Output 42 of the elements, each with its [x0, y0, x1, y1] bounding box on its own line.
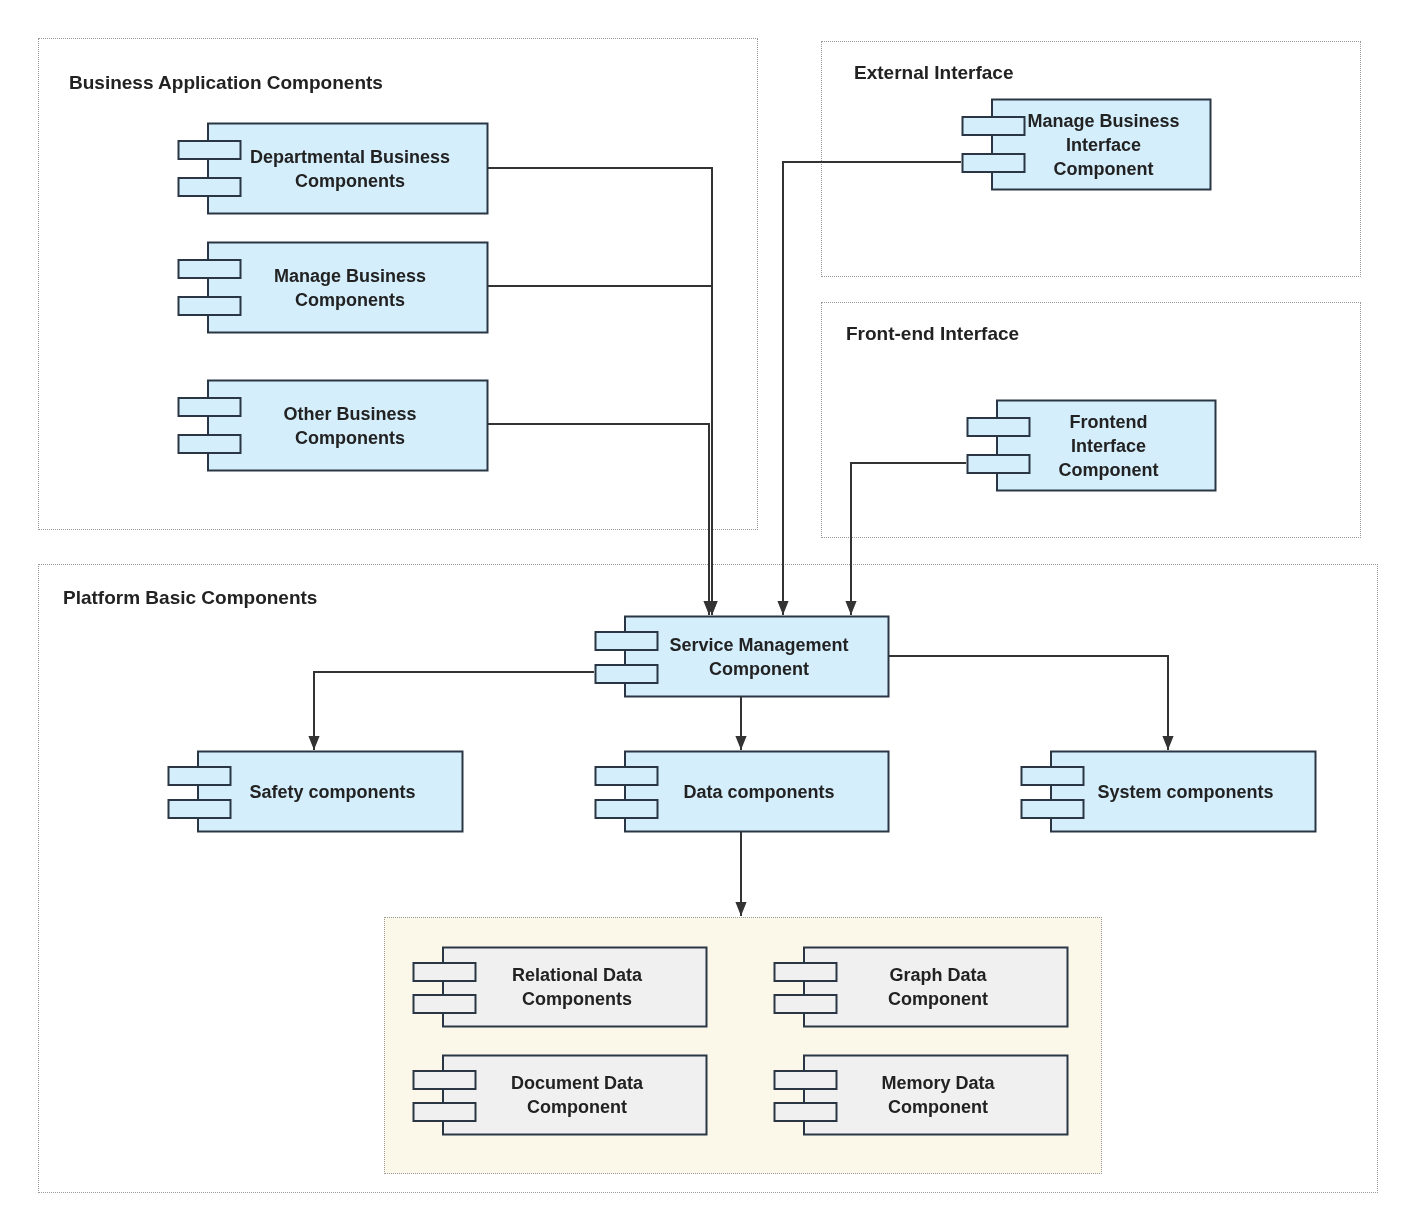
- component-box: [962, 99, 1211, 190]
- component-name: Other Business Components: [282, 402, 418, 450]
- component-name: Safety components: [248, 780, 417, 804]
- arrow: [845, 462, 967, 616]
- component-box: [595, 751, 889, 832]
- component-box: [1021, 751, 1316, 832]
- arrow: [735, 695, 747, 751]
- component-box: [774, 947, 1068, 1027]
- component-box: [967, 400, 1216, 491]
- component-name: Manage Business Interface Component: [1026, 109, 1181, 181]
- component-name: Frontend Interface Component: [1057, 410, 1160, 482]
- arrow: [308, 671, 595, 751]
- component-box: [413, 947, 707, 1027]
- arrow: [777, 161, 962, 616]
- component-name: Service Management Component: [668, 633, 850, 681]
- component-name: Relational Data Components: [510, 964, 643, 1011]
- component-name: Departmental Business Components: [248, 145, 452, 193]
- component-box: [774, 1055, 1068, 1135]
- arrow: [735, 830, 747, 917]
- component-box: [595, 616, 889, 697]
- component-name: Data components: [682, 780, 836, 804]
- component-name: Manage Business Components: [272, 264, 428, 312]
- component-box: [178, 380, 488, 471]
- group-frame: [821, 302, 1361, 538]
- group-title: External Interface: [854, 62, 1014, 84]
- group-frame: [38, 38, 758, 530]
- group-title: Platform Basic Components: [63, 587, 318, 609]
- component-name: System components: [1096, 780, 1275, 804]
- group-title: Business Application Components: [69, 72, 383, 94]
- component-name: Memory Data Component: [880, 1072, 996, 1119]
- component-box: [178, 123, 488, 214]
- arrow: [486, 285, 718, 616]
- arrow: [887, 655, 1174, 751]
- component-box: [413, 1055, 707, 1135]
- component-name: Graph Data Component: [887, 964, 989, 1011]
- group-frame: [38, 564, 1378, 1193]
- component-box: [178, 242, 488, 333]
- group-title: Front-end Interface: [846, 323, 1020, 345]
- group-frame: [821, 41, 1361, 277]
- component-name: Document Data Component: [510, 1072, 644, 1119]
- component-box: [168, 751, 463, 832]
- group-frame: [384, 917, 1102, 1174]
